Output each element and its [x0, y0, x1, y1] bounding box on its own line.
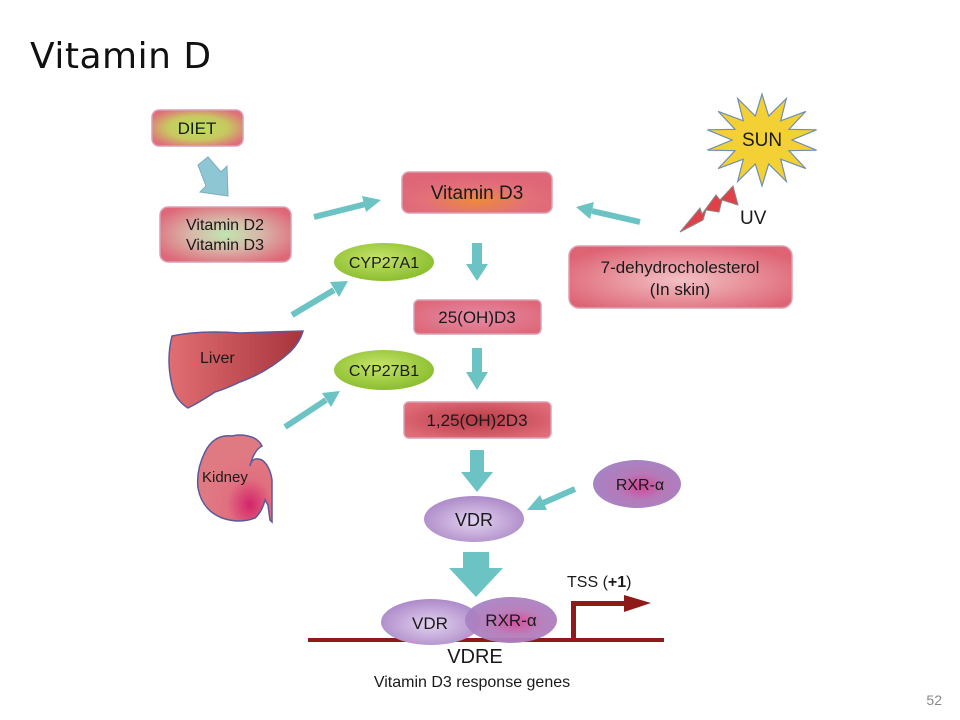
tss-suffix: ) [626, 574, 631, 591]
skin-precursor-label: 7-dehydrocholesterol [601, 258, 760, 277]
uv-lightning-icon: UV [679, 184, 767, 233]
tss-position: +1 [608, 574, 626, 591]
arrow-liver-to-cyp27a1 [290, 281, 348, 318]
complex-vdr [381, 599, 481, 645]
cyp27b1-enzyme: CYP27B1 [334, 350, 434, 390]
active-vitamin-d-box: 1,25(OH)2D3 [403, 401, 552, 439]
diet-box: DIET [151, 109, 244, 147]
arrow-active-to-vdr [461, 450, 493, 492]
dna-strand [308, 638, 664, 642]
diet-label: DIET [178, 119, 217, 138]
tss-arrow-icon [571, 595, 651, 641]
vdre-label: VDRE [447, 646, 503, 668]
arrow-25ohd3-to-active [466, 348, 488, 390]
uv-label: UV [740, 208, 767, 229]
complex-vdr-label: VDR [412, 614, 448, 633]
vitamin-d3-label: Vitamin D3 [431, 183, 524, 204]
complex-rxr-alpha [465, 597, 557, 643]
arrow-skin-to-vitamin-d3 [576, 202, 641, 225]
vitamin-d3-box: Vitamin D3 [401, 171, 553, 214]
sun-icon: SUN [707, 92, 817, 188]
sun-label: SUN [742, 130, 782, 151]
liver-label: Liver [200, 350, 235, 367]
dietary-vitamin-box: Vitamin D2 Vitamin D3 [159, 206, 292, 263]
arrow-vitamin-d3-to-25ohd3 [466, 243, 488, 281]
25ohd3-box: 25(OH)D3 [413, 299, 542, 335]
arrow-diet-to-vitamin-d3 [313, 196, 381, 220]
tss-label: TSS (+1) [567, 574, 631, 591]
arrow-vdr-to-complex [449, 552, 503, 597]
tss-prefix: TSS ( [567, 574, 609, 591]
rxr-alpha-receptor: RXR-α [593, 460, 681, 508]
dietary-vitamin-d3-label: Vitamin D3 [186, 237, 264, 254]
page-number: 52 [926, 692, 942, 708]
complex-rxr-label: RXR-α [485, 611, 537, 630]
cyp27a1-label: CYP27A1 [349, 255, 419, 272]
diet-arrow [197, 156, 229, 197]
kidney-label: Kidney [202, 469, 248, 486]
cyp27a1-enzyme: CYP27A1 [334, 243, 434, 281]
25ohd3-label: 25(OH)D3 [438, 308, 515, 327]
arrow-rxr-to-vdr [527, 486, 577, 510]
skin-precursor-box: 7-dehydrocholesterol (In skin) [568, 245, 793, 309]
vdr-receptor: VDR [424, 496, 524, 542]
vdr-rxr-complex: VDR RXR-α [381, 597, 557, 645]
vdr-label: VDR [455, 510, 493, 530]
cyp27b1-label: CYP27B1 [349, 363, 419, 380]
slide-title: Vitamin D [30, 36, 212, 77]
active-vitamin-d-label: 1,25(OH)2D3 [426, 411, 527, 430]
rxr-alpha-label: RXR-α [616, 477, 664, 494]
dietary-vitamin-d2-label: Vitamin D2 [186, 217, 264, 234]
kidney-icon: Kidney [196, 434, 273, 524]
liver-icon: Liver [168, 330, 304, 409]
skin-location-label: (In skin) [650, 280, 710, 299]
arrow-kidney-to-cyp27b1 [283, 391, 340, 430]
response-genes-caption: Vitamin D3 response genes [374, 674, 570, 691]
